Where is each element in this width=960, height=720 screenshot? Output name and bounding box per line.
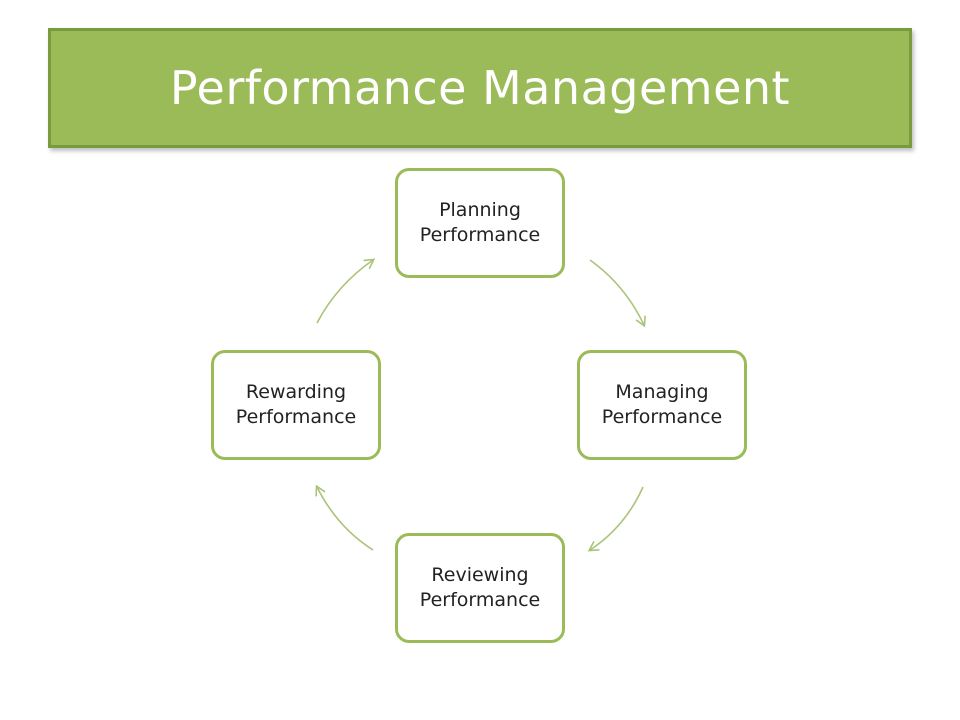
node-label-line1: Rewarding [245, 381, 347, 404]
node-rewarding-performance: Rewarding Performance [211, 350, 381, 460]
node-label-line2: Performance [419, 224, 541, 246]
arrow-planning-to-managing [589, 259, 646, 328]
node-label-line2: Performance [601, 406, 723, 428]
arrow-rewarding-to-planning [316, 258, 376, 324]
node-label-line1: Planning [439, 199, 521, 222]
arrow-managing-to-reviewing [587, 486, 644, 552]
node-label-line2: Performance [419, 589, 541, 611]
node-reviewing-performance: Reviewing Performance [395, 533, 565, 643]
title-banner: Performance Management [48, 28, 912, 148]
page-title: Performance Management [169, 61, 791, 115]
node-label-line2: Performance [235, 406, 357, 428]
node-managing-performance: Managing Performance [577, 350, 747, 460]
node-planning-performance: Planning Performance [395, 168, 565, 278]
node-label-line1: Managing [615, 381, 709, 404]
arrow-reviewing-to-rewarding [315, 484, 374, 551]
node-label-line1: Reviewing [431, 564, 529, 587]
